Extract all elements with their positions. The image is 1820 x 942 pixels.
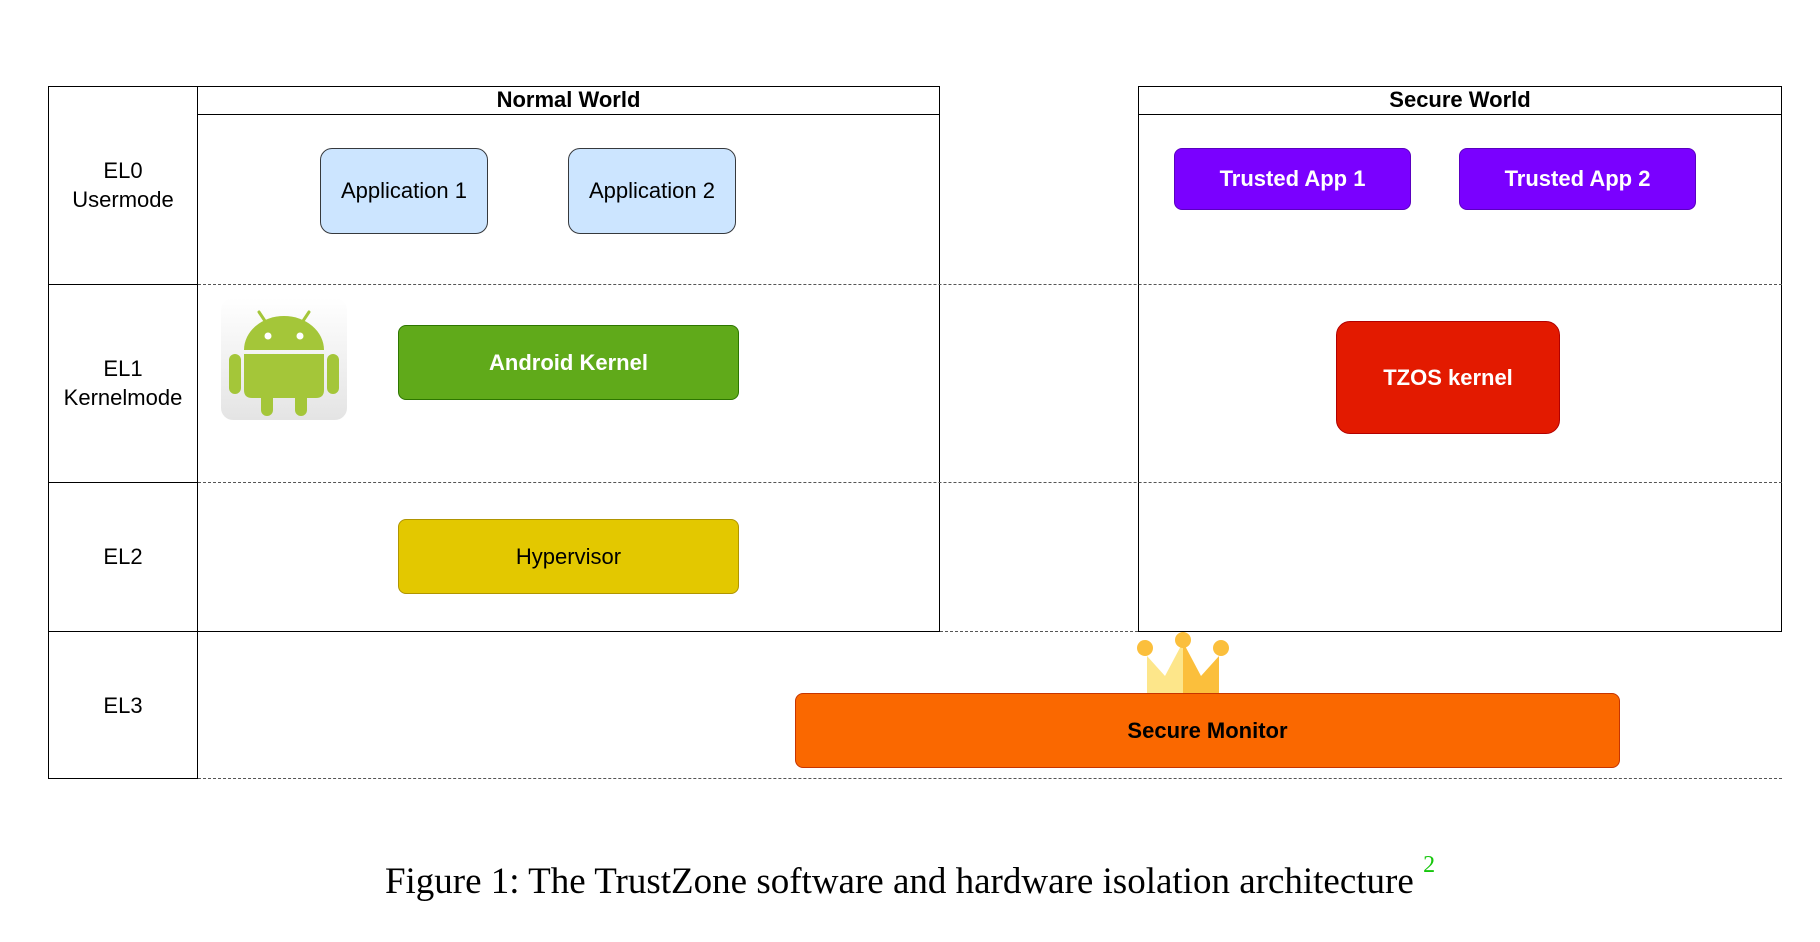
caption-text: Figure 1: The TrustZone software and har…: [384, 861, 1414, 902]
secure-monitor-box: Secure Monitor: [795, 693, 1620, 768]
el0-label: EL0 Usermode: [48, 86, 198, 284]
normal-world-title: Normal World: [197, 86, 940, 115]
tzos-kernel-box: TZOS kernel: [1336, 321, 1560, 434]
normal-world-box: [197, 86, 940, 632]
el1-label: EL1 Kernelmode: [48, 284, 198, 482]
crown-icon: [1135, 630, 1231, 696]
el2-label: EL2: [48, 482, 198, 631]
hypervisor-box: Hypervisor: [398, 519, 739, 594]
el2-level: EL2: [103, 544, 143, 569]
secure-world-title: Secure World: [1138, 86, 1782, 115]
exception-level-column: [48, 86, 198, 779]
el1-el2-boundary: [198, 482, 1782, 483]
el1-mode: Kernelmode: [63, 385, 183, 410]
el3-bottom-boundary: [198, 778, 1782, 779]
el0-mode: Usermode: [72, 187, 174, 212]
application-2-box: Application 2: [568, 148, 736, 234]
figure-caption: Figure 1: The TrustZone software and har…: [0, 852, 1820, 903]
application-1-box: Application 1: [320, 148, 488, 234]
android-robot-icon: [221, 298, 347, 420]
el1-level: EL1: [103, 356, 143, 381]
el3-level: EL3: [103, 692, 143, 718]
trusted-app-2-box: Trusted App 2: [1459, 148, 1696, 210]
trusted-app-1-box: Trusted App 1: [1174, 148, 1411, 210]
caption-footnote[interactable]: 2: [1423, 852, 1436, 878]
el0-el1-boundary: [198, 284, 1782, 285]
label-row-separator-el1: [48, 482, 198, 483]
el2-el3-boundary: [940, 631, 1138, 632]
label-row-separator-el0: [48, 284, 198, 285]
secure-world-box: [1138, 86, 1782, 632]
android-kernel-box: Android Kernel: [398, 325, 739, 400]
label-row-separator-el2: [48, 631, 198, 632]
el0-level: EL0: [103, 158, 143, 183]
el3-label: EL3: [48, 631, 198, 779]
